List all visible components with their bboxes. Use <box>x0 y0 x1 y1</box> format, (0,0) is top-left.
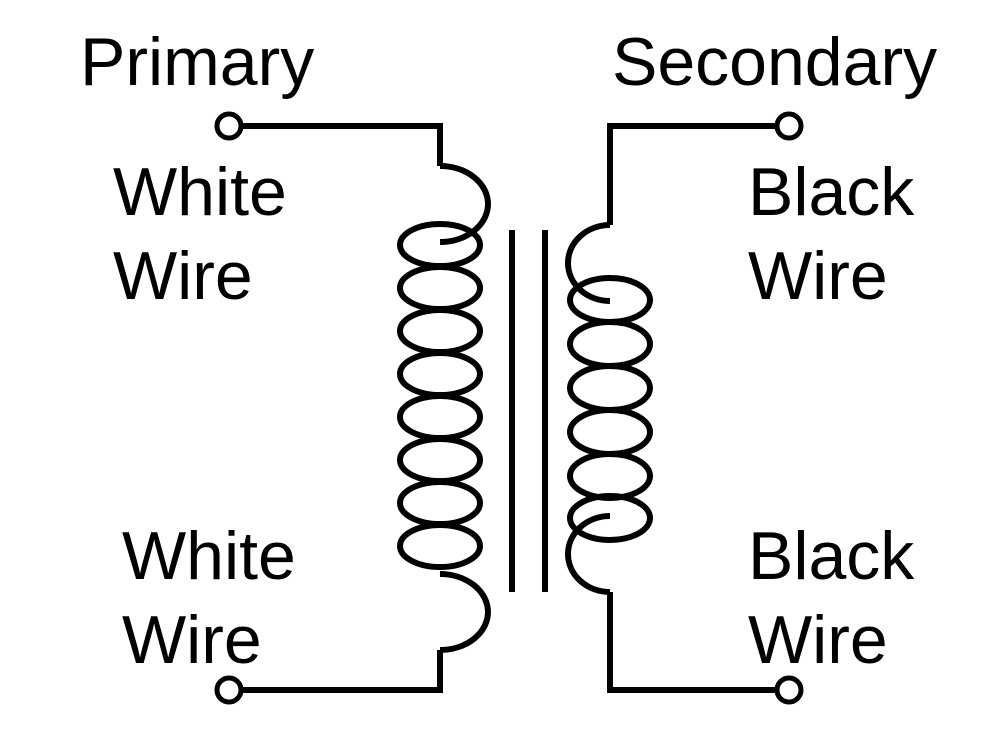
primary-coil <box>397 163 491 653</box>
primary-title: Primary <box>80 24 315 100</box>
primary-top-terminal <box>214 111 244 141</box>
secondary-top-wire-color: Black <box>748 154 915 230</box>
secondary-coil <box>565 222 653 595</box>
primary-top-lead <box>243 123 443 166</box>
secondary-bottom-terminal <box>774 675 804 705</box>
primary-bottom-wire-word: Wire <box>122 602 262 678</box>
secondary-top-terminal <box>774 111 804 141</box>
primary-top-wire-color: White <box>113 154 287 230</box>
secondary-title: Secondary <box>612 24 938 100</box>
primary-bottom-terminal <box>214 675 244 705</box>
primary-bottom-lead <box>243 650 443 693</box>
secondary-bottom-wire-label: Black Wire <box>748 522 1000 674</box>
primary-bottom-wire-color: White <box>122 518 296 594</box>
secondary-top-lead <box>607 123 775 225</box>
primary-top-wire-word: Wire <box>113 238 253 314</box>
secondary-top-wire-word: Wire <box>748 238 888 314</box>
secondary-bottom-lead <box>607 592 775 693</box>
primary-bottom-wire-label: White Wire <box>122 522 422 674</box>
secondary-top-wire-label: Black Wire <box>748 158 1000 310</box>
secondary-bottom-wire-word: Wire <box>748 602 888 678</box>
secondary-bottom-wire-color: Black <box>748 518 915 594</box>
primary-top-wire-label: White Wire <box>113 158 413 310</box>
